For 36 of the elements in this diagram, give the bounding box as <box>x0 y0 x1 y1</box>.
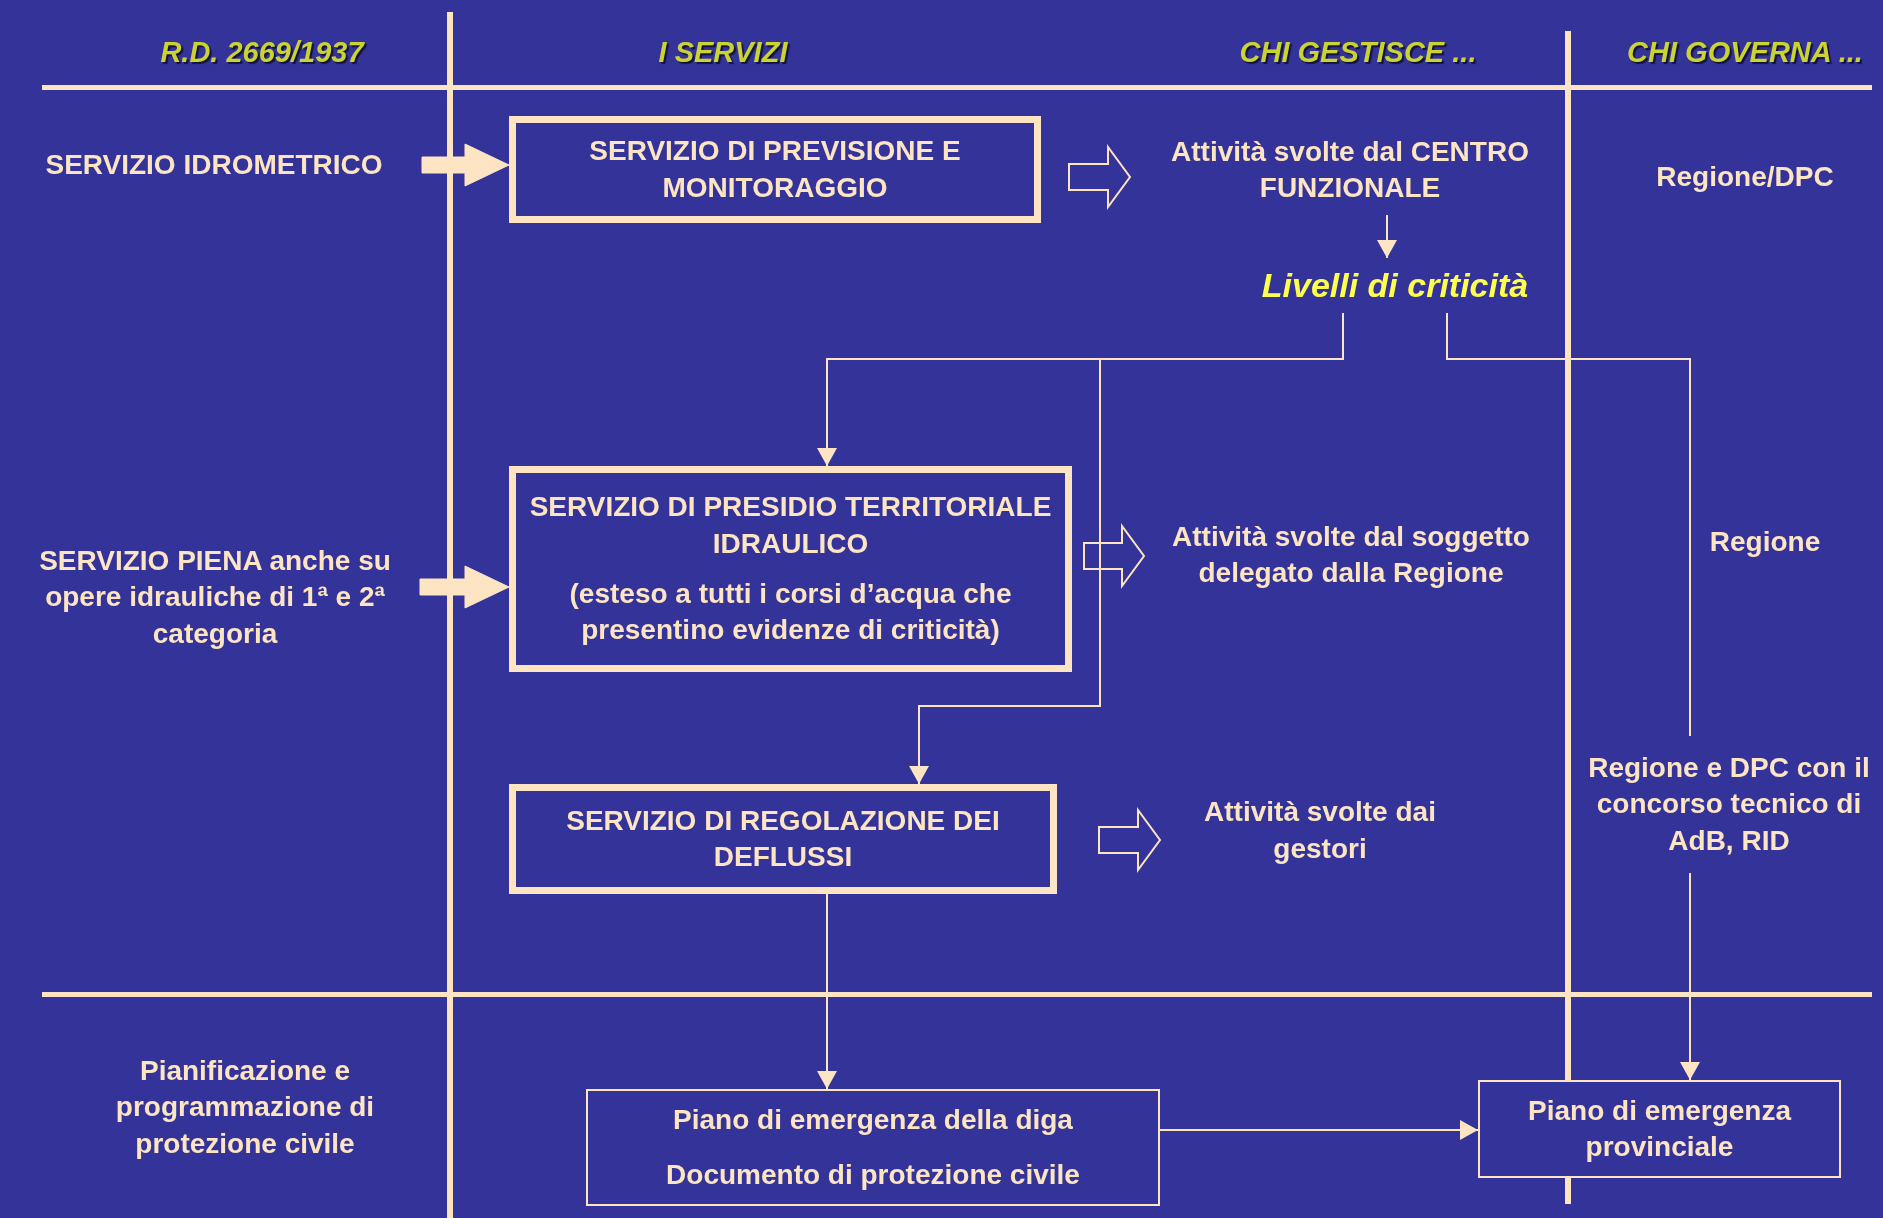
box-text: Documento di protezione civile <box>666 1157 1080 1192</box>
service-box <box>509 466 1072 672</box>
authority-text: Regione/DPC <box>1600 155 1883 200</box>
block-arrow <box>421 143 510 187</box>
arrow <box>817 893 837 1090</box>
outline-arrow <box>1098 806 1162 874</box>
arrow <box>1680 872 1700 1081</box>
plan-box <box>1478 1080 1841 1178</box>
activity-text: Attività svolte dai gestori <box>1180 788 1460 873</box>
activity-text: Attività svolte dal soggetto delegato dalla Regione <box>1146 512 1556 598</box>
service-label: SERVIZIO PIENA anche su opere idrauliche di 1ª e 2ª categoria <box>8 535 422 660</box>
planning-text: Pianificazione e programmazione di protezione civile <box>60 1045 430 1170</box>
block-arrow <box>419 565 510 609</box>
service-box <box>509 784 1057 894</box>
box-title: SERVIZIO DI PRESIDIO TERRITORIALE IDRAULICO <box>528 490 1053 561</box>
column-header: CHI GOVERNA ... <box>1626 36 1864 69</box>
service-label: SERVIZIO IDROMETRICO <box>10 140 418 190</box>
column-header: I SERVIZI <box>657 36 789 69</box>
authority-text: Regione e DPC con il concorso tecnico di AdB, RID <box>1578 742 1880 867</box>
outline-arrow <box>1068 143 1132 211</box>
box-title: SERVIZIO DI PREVISIONE E MONITORAGGIO <box>588 134 962 205</box>
arrow <box>909 312 1344 785</box>
authority-text: Regione <box>1700 520 1830 565</box>
box-title: SERVIZIO DI REGOLAZIONE DEI DEFLUSSI <box>565 803 1001 874</box>
box-title: Piano di emergenza della diga <box>673 1103 1073 1138</box>
service-box <box>509 116 1041 223</box>
outline-arrow <box>1083 522 1146 590</box>
criticality-label: Livelli di criticità <box>1230 258 1560 313</box>
box-text: (esteso a tutti i corsi d’acqua che presentino evidenze di criticità) <box>568 577 1013 648</box>
arrow <box>1377 214 1397 259</box>
box-title: Piano di emergenza provinciale <box>1527 1093 1793 1164</box>
plan-box <box>586 1089 1160 1206</box>
column-header: CHI GESTISCE ... <box>1238 36 1478 69</box>
arrow <box>1159 1120 1479 1140</box>
column-header: R.D. 2669/1937 <box>159 36 366 69</box>
activity-text: Attività svolte dal CENTRO FUNZIONALE <box>1150 125 1550 215</box>
